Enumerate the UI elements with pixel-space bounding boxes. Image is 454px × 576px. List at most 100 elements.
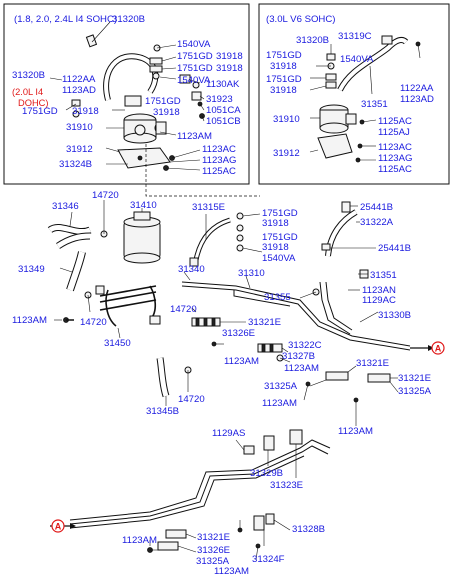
label-1123AC-right: 1123AC [378, 142, 412, 153]
label-1540VA: 1540VA [177, 39, 211, 50]
main-pipe-bundle [181, 269, 434, 403]
label-1123AM-left: 1123AM [177, 131, 212, 142]
label-31327B: 31327B [282, 351, 315, 362]
left-panel-labels: 31320B 1540VA 1751GD 31918 1751GD 31918 … [12, 14, 243, 177]
label-31329B: 31329B [250, 468, 283, 479]
label-1051CA: 1051CA [206, 105, 241, 116]
label-25441B-b: 25441B [378, 243, 411, 254]
label-1125AC-right-b: 1125AC [378, 164, 412, 175]
label-1751GD-a: 1751GD [177, 51, 213, 62]
label-31310: 31310 [238, 268, 265, 279]
label-31910-left: 31910 [66, 122, 93, 133]
right-panel-leaders [309, 43, 421, 161]
label-1125AJ-right: 1125AJ [378, 127, 410, 138]
label-31340: 31340 [178, 264, 205, 275]
label-1122AA-right: 1122AA [400, 83, 434, 94]
label-31918-d: 31918 [153, 107, 180, 118]
label-25441B-a: 25441B [360, 202, 393, 213]
label-1123AM-c: 1123AM [284, 363, 319, 374]
label-31351-mid: 31351 [370, 270, 397, 281]
label-31912-right: 31912 [273, 148, 300, 159]
label-31918-right: 31918 [270, 61, 297, 72]
label-1123AD: 1123AD [62, 85, 96, 96]
label-1751GD-d: 1751GD [22, 106, 58, 117]
label-1123AM-a: 1123AM [12, 315, 47, 326]
middle-labels: 14720 31346 31410 31315E 1751GD 31918 17… [12, 190, 432, 437]
label-31910-right: 31910 [273, 114, 300, 125]
label-31346: 31346 [52, 201, 79, 212]
label-1540VA-right: 1540VA [340, 54, 374, 65]
left-engine-panel [3, 3, 250, 185]
label-1130AK: 1130AK [206, 79, 240, 90]
label-1751GD-mid: 1751GD [262, 208, 298, 219]
label-31322A: 31322A [360, 217, 394, 228]
bottom-leaders [149, 439, 297, 561]
label-31918-mid-b: 31918 [262, 242, 289, 253]
label-31912-left: 31912 [66, 144, 93, 155]
reference-marker-right: A [431, 341, 445, 355]
label-1123AN: 1123AN [362, 285, 396, 296]
label-31918-c: 31918 [72, 106, 99, 117]
label-31320B-top: 31320B [112, 14, 145, 25]
left-panel-leaders [49, 21, 205, 171]
reference-marker-right-text: A [435, 344, 442, 354]
label-1123AM-bottom-a: 1123AM [122, 535, 157, 546]
label-31918-mid: 31918 [262, 218, 289, 229]
label-31324F: 31324F [252, 554, 285, 565]
label-14720-b: 14720 [80, 317, 107, 328]
middle-parts [47, 201, 358, 398]
right-panel-parts [317, 35, 421, 163]
label-31320B-right: 31320B [296, 35, 329, 46]
label-1751GD-right-b: 1751GD [266, 74, 302, 85]
label-1123AC-left: 1123AC [202, 144, 236, 155]
label-1751GD-mid-b: 1751GD [262, 232, 298, 243]
label-1751GD-b: 1751GD [177, 63, 213, 74]
label-1123AG-left: 1123AG [202, 155, 237, 166]
bottom-labels: 1129AS 31329B 31323E 1123AM 31321E 31326… [122, 428, 325, 576]
right-panel-header: (3.0L V6 SOHC) [266, 14, 336, 25]
label-1123AM-bottom-b: 1123AM [214, 566, 249, 576]
label-31323E: 31323E [270, 480, 303, 491]
label-1751GD-right: 1751GD [266, 50, 302, 61]
reference-marker-left-text: A [55, 522, 62, 532]
label-1125AC-right: 1125AC [378, 116, 412, 127]
label-1122AA: 1122AA [62, 74, 96, 85]
label-1129AC: 1129AC [362, 295, 396, 306]
label-1125AC-left: 1125AC [202, 166, 236, 177]
left-panel-parts [60, 34, 260, 197]
label-31321E-c: 31321E [398, 373, 431, 384]
label-31923: 31923 [206, 94, 233, 105]
label-31330B: 31330B [378, 310, 411, 321]
label-31345B: 31345B [146, 406, 179, 417]
label-31351-right: 31351 [361, 99, 388, 110]
label-1540VA-b: 1540VA [177, 75, 211, 86]
label-31410: 31410 [130, 200, 157, 211]
label-14720-c: 14720 [170, 304, 197, 315]
left-variant-line1: (2.0L I4 [12, 87, 43, 97]
label-31321E-bottom: 31321E [197, 532, 230, 543]
label-1123AM-b: 1123AM [224, 356, 259, 367]
label-31918-right-b: 31918 [270, 85, 297, 96]
label-31918-b: 31918 [216, 63, 243, 74]
label-1540VA-mid: 1540VA [262, 253, 296, 264]
label-31324B: 31324B [59, 159, 92, 170]
left-panel-header: (1.8, 2.0, 2.4L I4 SOHC) [14, 14, 117, 25]
label-1123AG-right: 1123AG [378, 153, 413, 164]
label-31325A-bottom-visible: 31325A [196, 556, 230, 567]
label-31319C: 31319C [338, 31, 372, 42]
label-31321E-b: 31321E [356, 358, 389, 369]
middle-leaders [54, 200, 399, 426]
label-31321E-a: 31321E [248, 317, 281, 328]
label-31325A-b: 31325A [398, 386, 432, 397]
label-31322C: 31322C [288, 340, 322, 351]
label-31355: 31355 [264, 292, 291, 303]
label-31918-a: 31918 [216, 51, 243, 62]
label-1123AD-right: 1123AD [400, 94, 434, 105]
left-variant-line2: DOHC) [18, 98, 48, 108]
label-1751GD-c: 1751GD [145, 96, 181, 107]
label-31326E: 31326E [222, 328, 255, 339]
label-31320B-left: 31320B [12, 70, 45, 81]
label-31328B: 31328B [292, 524, 325, 535]
label-14720-a: 14720 [92, 190, 119, 201]
